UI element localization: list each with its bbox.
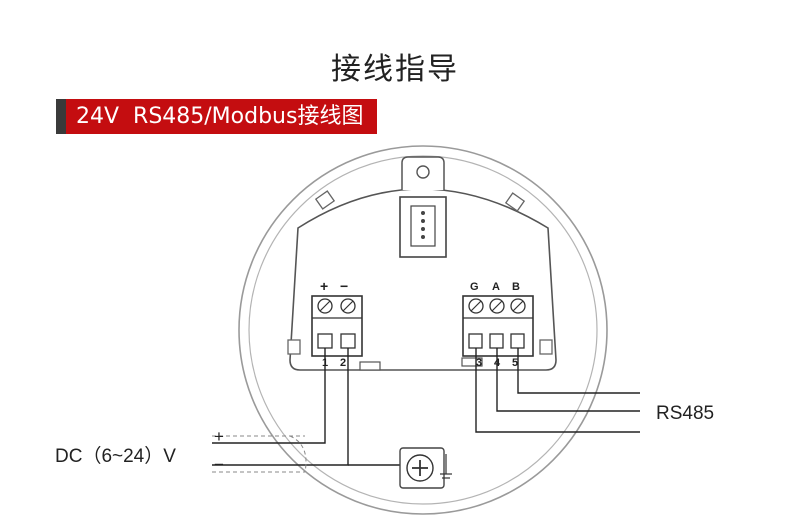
terminal-slot-3 [468,333,483,349]
mounting-tab-top [401,156,445,190]
clip-bottom-left [287,339,301,355]
wire-terminal-3 [475,348,640,433]
wire-plus [212,348,326,444]
page-title: 接线指导 [331,52,459,87]
terminal-slot-2 [340,333,356,349]
section-banner: 24V RS485/Modbus接线图 [56,99,378,134]
clip-top-right [504,192,526,212]
terminal-number-3: 3 [476,357,482,369]
terminal-slot-1 [317,333,333,349]
housing-outer-ring [238,145,608,515]
terminal-number-5: 5 [512,357,518,369]
label-g: G [470,281,479,293]
wire-terminal-4 [496,348,640,412]
wire-terminal-5 [517,348,640,394]
rs485-label: RS485 [656,403,714,424]
terminal-slot-5 [510,333,525,349]
power-minus-label: − [214,455,224,474]
board-slot [359,361,381,371]
terminal-block-left [311,295,363,357]
housing-inner-ring [248,155,598,505]
connector-icon [399,196,447,258]
label-minus: − [340,278,348,294]
terminal-block-right [462,295,534,357]
label-plus: + [320,278,328,294]
ground-screw-icon [399,447,452,489]
board-slot-right [461,357,483,367]
banner-title: 24V RS485/Modbus接线图 [66,99,378,134]
power-label: DC（6~24）V [55,445,176,467]
terminal-number-2: 2 [340,357,346,369]
label-a: A [492,281,500,293]
banner-stripe [56,99,66,134]
label-b: B [512,281,520,293]
clip-bottom-right [539,339,553,355]
dashed-shield [289,435,307,473]
clip-top-left [314,190,336,210]
terminal-slot-4 [489,333,504,349]
power-plus-label: + [214,427,224,446]
